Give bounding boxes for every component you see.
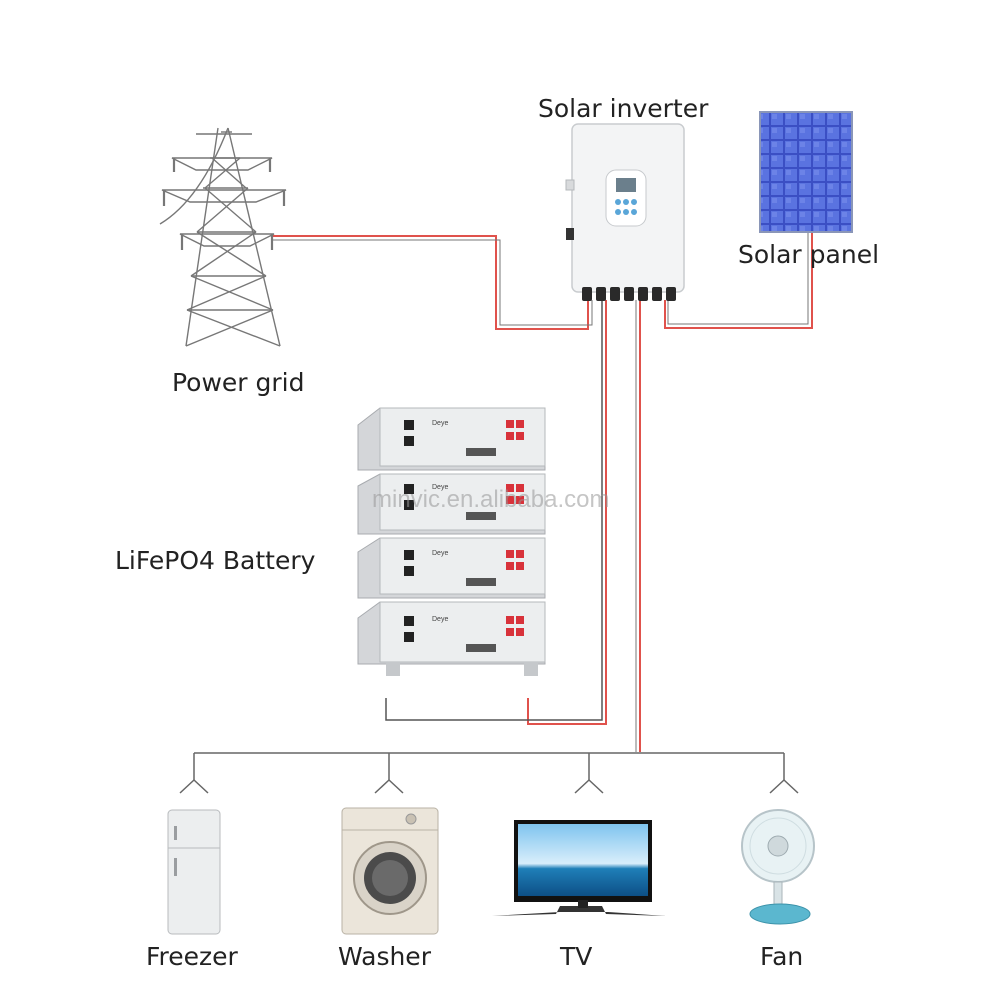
transmission-tower-icon — [159, 127, 287, 347]
battery-wire-red — [527, 300, 607, 725]
load-branches — [179, 753, 799, 794]
power-grid-label: Power grid — [172, 368, 305, 397]
battery-label: LiFePO4 Battery — [115, 546, 316, 575]
freezer-icon — [167, 809, 221, 935]
fan-label: Fan — [760, 942, 804, 971]
wiring — [179, 232, 813, 794]
svg-text:Deye: Deye — [432, 420, 448, 427]
svg-text:Deye: Deye — [432, 550, 448, 557]
solar-panel-label: Solar panel — [738, 240, 880, 269]
battery-module: Deye — [357, 601, 546, 665]
tv-label: TV — [560, 942, 593, 971]
washer-label: Washer — [338, 942, 431, 971]
tv-icon — [492, 820, 666, 916]
fan-icon — [741, 809, 815, 925]
inverter-label: Solar inverter — [538, 94, 709, 123]
inverter-icon — [565, 123, 685, 301]
watermark: minvic.en.alibaba.com — [372, 486, 610, 513]
battery-module: Deye — [357, 407, 546, 471]
washer-icon — [341, 807, 439, 935]
battery-stack-icon: Deye Deye Deye Deye — [357, 407, 546, 676]
solar-wire-red — [664, 232, 813, 329]
grid-wire-red — [272, 235, 589, 330]
freezer-label: Freezer — [146, 942, 238, 971]
svg-text:Deye: Deye — [432, 484, 448, 491]
grid-wire-gray — [272, 239, 593, 326]
svg-text:Deye: Deye — [432, 616, 448, 623]
solar-wire-gray — [667, 232, 809, 325]
battery-module: Deye — [357, 473, 546, 535]
solar-panel-icon — [759, 111, 853, 233]
battery-wire-gray — [385, 300, 603, 721]
battery-module: Deye — [357, 537, 546, 599]
